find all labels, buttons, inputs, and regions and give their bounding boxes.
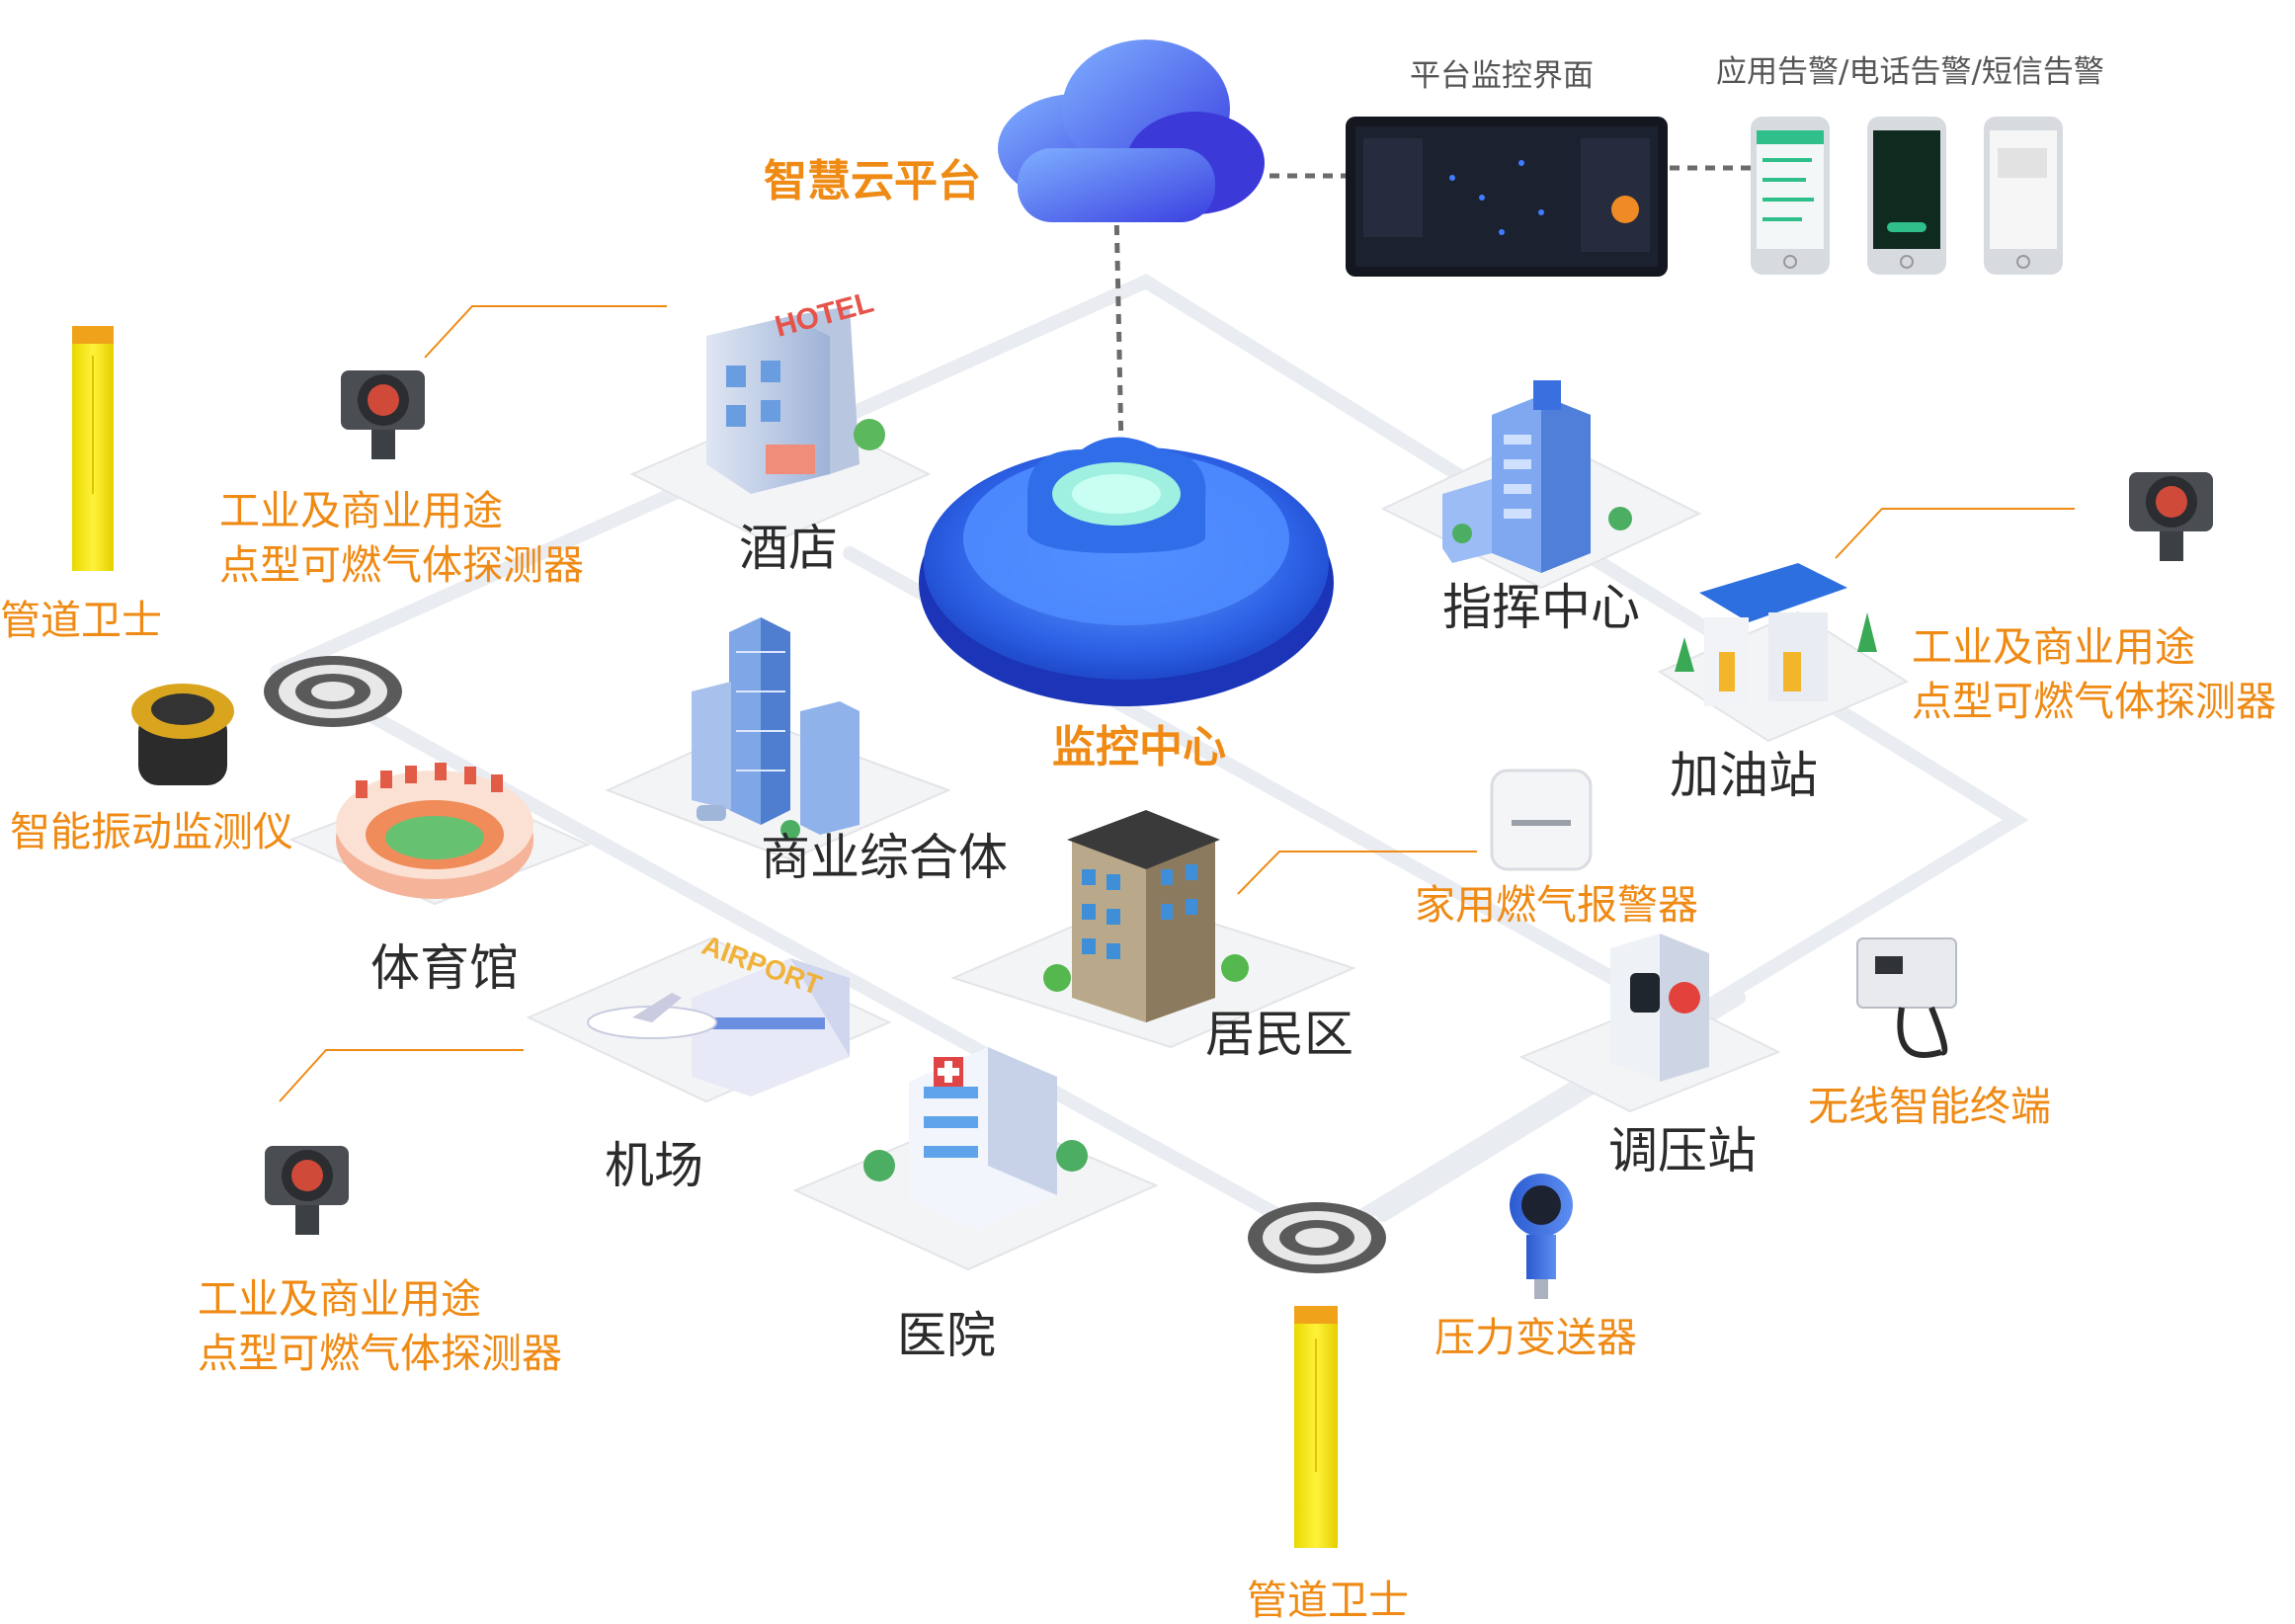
- phone-call-alert-icon: [1867, 117, 1946, 275]
- monitor-center-platform: [919, 437, 1334, 706]
- pipe-guard-device-icon: [1294, 1306, 1338, 1548]
- pipe-guard-device-icon: [72, 326, 114, 571]
- detector-right-line1: 工业及商业用途: [1912, 623, 2195, 671]
- detector-topleft-line2: 点型可燃气体探测器: [219, 541, 584, 590]
- pressure-transmitter-label: 压力变送器: [1434, 1314, 1637, 1361]
- gas-detector-icon: [2129, 472, 2213, 561]
- detector-topleft-line1: 工业及商业用途: [219, 487, 503, 534]
- node-commercial-label: 商业综合体: [761, 829, 1008, 886]
- node-airport-label: 机场: [605, 1137, 703, 1194]
- node-hospital-label: 医院: [897, 1307, 996, 1364]
- stadium-building: [336, 763, 533, 899]
- detector-right-label: 工业及商业用途 点型可燃气体探测器: [1912, 620, 2276, 730]
- platform-monitor-screen: [1346, 117, 1668, 277]
- phone-app-alert-icon: [1751, 117, 1830, 275]
- home-gas-alarm-label: 家用燃气报警器: [1415, 881, 1698, 929]
- pressure-transmitter-icon: [1510, 1174, 1573, 1299]
- airport-building: AIRPORT: [587, 930, 850, 1096]
- gas-detector-icon: [341, 370, 425, 459]
- callout-leaders: [279, 305, 2075, 1102]
- node-regulator-label: 调压站: [1608, 1122, 1757, 1179]
- regulator-station-building: [1610, 934, 1709, 1082]
- manhole-cover-icon: [264, 656, 402, 727]
- node-hotel-label: 酒店: [739, 520, 838, 577]
- hospital-building: [863, 1047, 1088, 1230]
- detector-right-line2: 点型可燃气体探测器: [1912, 678, 2276, 726]
- gas-detector-icon: [265, 1146, 349, 1235]
- command-center-building: [1442, 380, 1632, 573]
- wireless-terminal-icon: [1856, 937, 1957, 1058]
- cloud-platform-label: 智慧云平台: [764, 156, 981, 206]
- node-gas-station-label: 加油站: [1670, 747, 1818, 804]
- node-stadium-label: 体育馆: [370, 939, 519, 997]
- detector-bottomleft-line1: 工业及商业用途: [198, 1275, 481, 1323]
- alert-phones: [1751, 117, 2063, 275]
- detector-topleft-label: 工业及商业用途 点型可燃气体探测器: [219, 484, 584, 594]
- gas-station-building: [1675, 563, 1877, 706]
- phone-sms-alert-icon: [1984, 117, 2063, 275]
- wireless-terminal-label: 无线智能终端: [1808, 1083, 2051, 1130]
- detector-bottomleft-label: 工业及商业用途 点型可燃气体探测器: [198, 1272, 562, 1382]
- manhole-cover-icon: [1248, 1202, 1386, 1273]
- platform-ui-label: 平台监控界面: [1410, 58, 1594, 94]
- pipe-guard-left-label: 管道卫士: [0, 597, 162, 644]
- pipe-guard-bottom-label: 管道卫士: [1247, 1577, 1409, 1624]
- alerts-label: 应用告警/电话告警/短信告警: [1716, 54, 2104, 90]
- node-residential-label: 居民区: [1205, 1006, 1353, 1063]
- detector-bottomleft-line2: 点型可燃气体探测器: [198, 1330, 562, 1378]
- cloud-icon: [998, 40, 1265, 222]
- residential-building: [1043, 810, 1249, 1022]
- vibration-monitor-label: 智能振动监测仪: [10, 808, 293, 855]
- home-gas-alarm-icon: [1490, 769, 1593, 871]
- hotel-building: HOTEL: [706, 286, 885, 494]
- node-command-center-label: 指挥中心: [1442, 579, 1640, 636]
- vibration-monitor-icon: [131, 684, 234, 785]
- monitor-center-label: 监控中心: [1052, 722, 1226, 772]
- commercial-complex-building: [692, 617, 860, 840]
